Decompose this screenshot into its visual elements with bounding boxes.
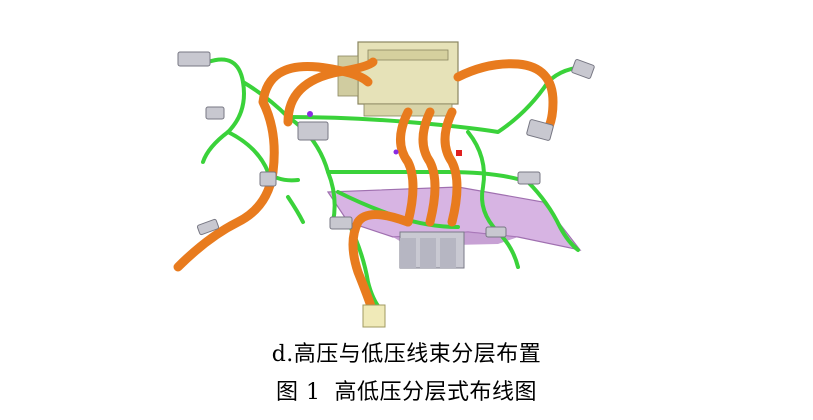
high-voltage-cables — [173, 57, 558, 317]
lower-connector-block — [399, 231, 465, 269]
purple-marker — [307, 111, 313, 117]
figure-caption-text: 高低压分层式布线图 — [334, 380, 537, 405]
purple-marker-2 — [393, 149, 399, 155]
connectors — [177, 51, 595, 238]
figure-caption: 图 1 高低压分层式布线图 — [0, 374, 813, 406]
figure-subcaption: d.高压与低压线束分层布置 — [271, 342, 542, 367]
figure-caption-label: 图 1 — [275, 380, 321, 405]
red-marker — [456, 150, 462, 156]
harness-illustration — [173, 41, 595, 328]
terminal-connector — [362, 304, 386, 328]
